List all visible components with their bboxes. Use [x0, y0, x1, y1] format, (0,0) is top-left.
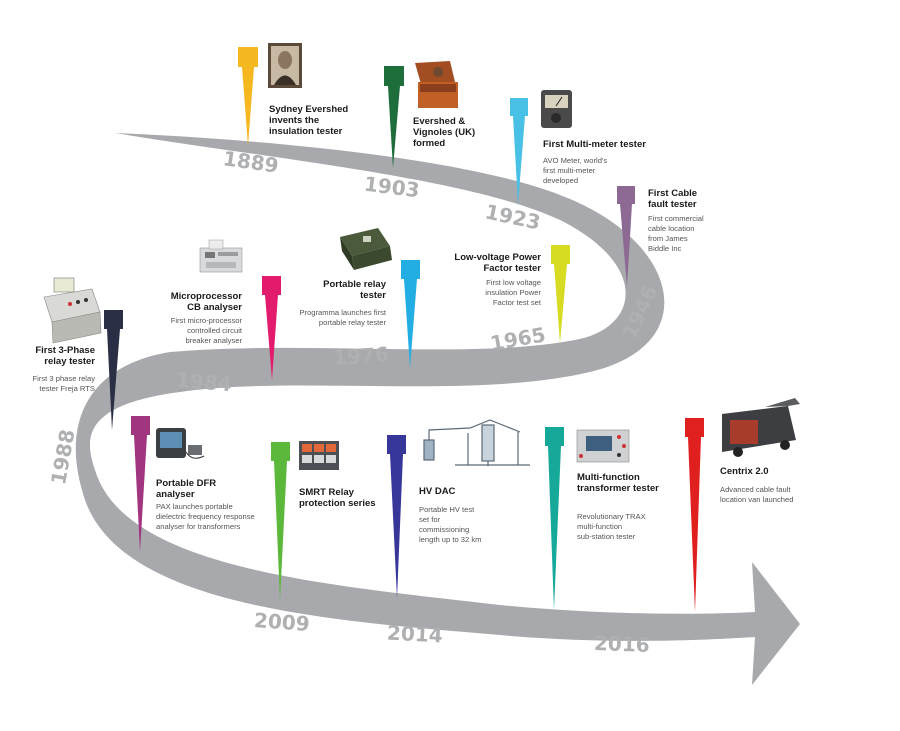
- event-desc-hv-dac: Portable HV test set for commissioning l…: [419, 505, 482, 544]
- event-desc-cable-fault: First commercial cable location from Jam…: [648, 214, 704, 253]
- event-title-dfr: Portable DFR analyser: [156, 478, 217, 500]
- event-desc-power-factor: First low voltage insulation Power Facto…: [485, 278, 541, 307]
- year-2016: 2016: [593, 631, 651, 657]
- hv-dac-photo: [423, 419, 530, 466]
- event-title-centrix: Centrix 2.0: [720, 466, 769, 477]
- year-2014: 2014: [386, 620, 444, 648]
- pin-1889: [238, 47, 258, 146]
- trax-photo: [576, 429, 630, 463]
- pin-2009: [271, 442, 290, 600]
- multimeter-photo: [541, 90, 572, 128]
- pin-1976: [401, 260, 420, 368]
- event-desc-dfr: PAX launches portable dielectric frequen…: [156, 502, 255, 531]
- pin-2014-hvdac: [387, 435, 406, 598]
- dfr-analyser-photo: [156, 428, 205, 459]
- event-desc-trax: Revolutionary TRAX multi-function sub-st…: [577, 512, 646, 541]
- event-title-portable-relay: Portable relay tester: [323, 279, 386, 301]
- pin-2016: [685, 418, 704, 612]
- event-desc-portable-relay: Programma launches first portable relay …: [299, 308, 386, 327]
- event-title-trax: Multi-function transformer tester: [577, 472, 659, 494]
- event-title-multimeter: First Multi-meter tester: [543, 139, 646, 150]
- event-desc-cb-analyser: First micro-processor controlled circuit…: [170, 316, 242, 345]
- pin-1903: [384, 66, 404, 168]
- pin-1923: [510, 98, 528, 205]
- event-desc-3phase-relay: First 3 phase relay tester Freja RTS: [32, 374, 95, 393]
- event-title-smrt: SMRT Relay protection series: [299, 487, 376, 509]
- event-title-power-factor: Low-voltage Power Factor tester: [454, 252, 541, 274]
- year-1984: 1984: [175, 367, 233, 397]
- timeline-road: [75, 133, 800, 685]
- event-desc-centrix: Advanced cable fault location van launch…: [720, 485, 794, 504]
- event-title-cb-analyser: Microprocessor CB analyser: [170, 291, 242, 313]
- freja-rts-photo: [43, 277, 102, 344]
- cb-analyser-photo: [199, 239, 243, 273]
- year-2009: 2009: [253, 608, 311, 636]
- pin-2014-trax: [545, 427, 564, 610]
- event-title-cable-fault: First Cable fault tester: [648, 188, 698, 210]
- portrait-photo: [268, 43, 302, 88]
- wooden-tester-photo: [415, 61, 458, 108]
- smrt-photo: [299, 441, 339, 470]
- pin-1946: [617, 186, 635, 287]
- pin-1988-dfr: [131, 416, 150, 552]
- pin-1984: [262, 276, 281, 380]
- pin-1988-relay: [104, 310, 123, 430]
- event-title-evershed-vignoles: Evershed & Vignoles (UK) formed: [413, 116, 476, 149]
- event-title-hv-dac: HV DAC: [419, 486, 456, 497]
- relay-tester-photo: [340, 228, 392, 270]
- event-title-3phase-relay: First 3-Phase relay tester: [35, 345, 95, 367]
- pin-1965: [551, 245, 570, 343]
- event-title-insulation-tester: Sydney Evershed invents the insulation t…: [269, 104, 349, 137]
- event-desc-multimeter: AVO Meter, world's first multi-meter dev…: [543, 156, 608, 185]
- year-1976: 1976: [332, 342, 390, 370]
- van-photo: [722, 398, 800, 457]
